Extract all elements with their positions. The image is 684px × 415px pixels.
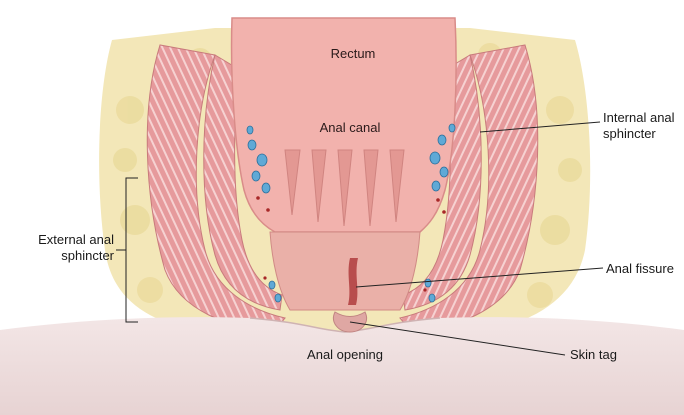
label-skin-tag: Skin tag [570,347,650,363]
anal-fissure [348,258,358,305]
label-internal-anal-sphincter: Internal anal sphincter [603,110,683,142]
label-anal-opening: Anal opening [290,347,400,363]
label-anal-fissure: Anal fissure [606,261,684,277]
label-external-anal-sphincter: External anal sphincter [4,232,114,264]
label-anal-canal: Anal canal [300,120,400,136]
lower-anal-canal [270,232,420,310]
label-rectum: Rectum [308,46,398,62]
